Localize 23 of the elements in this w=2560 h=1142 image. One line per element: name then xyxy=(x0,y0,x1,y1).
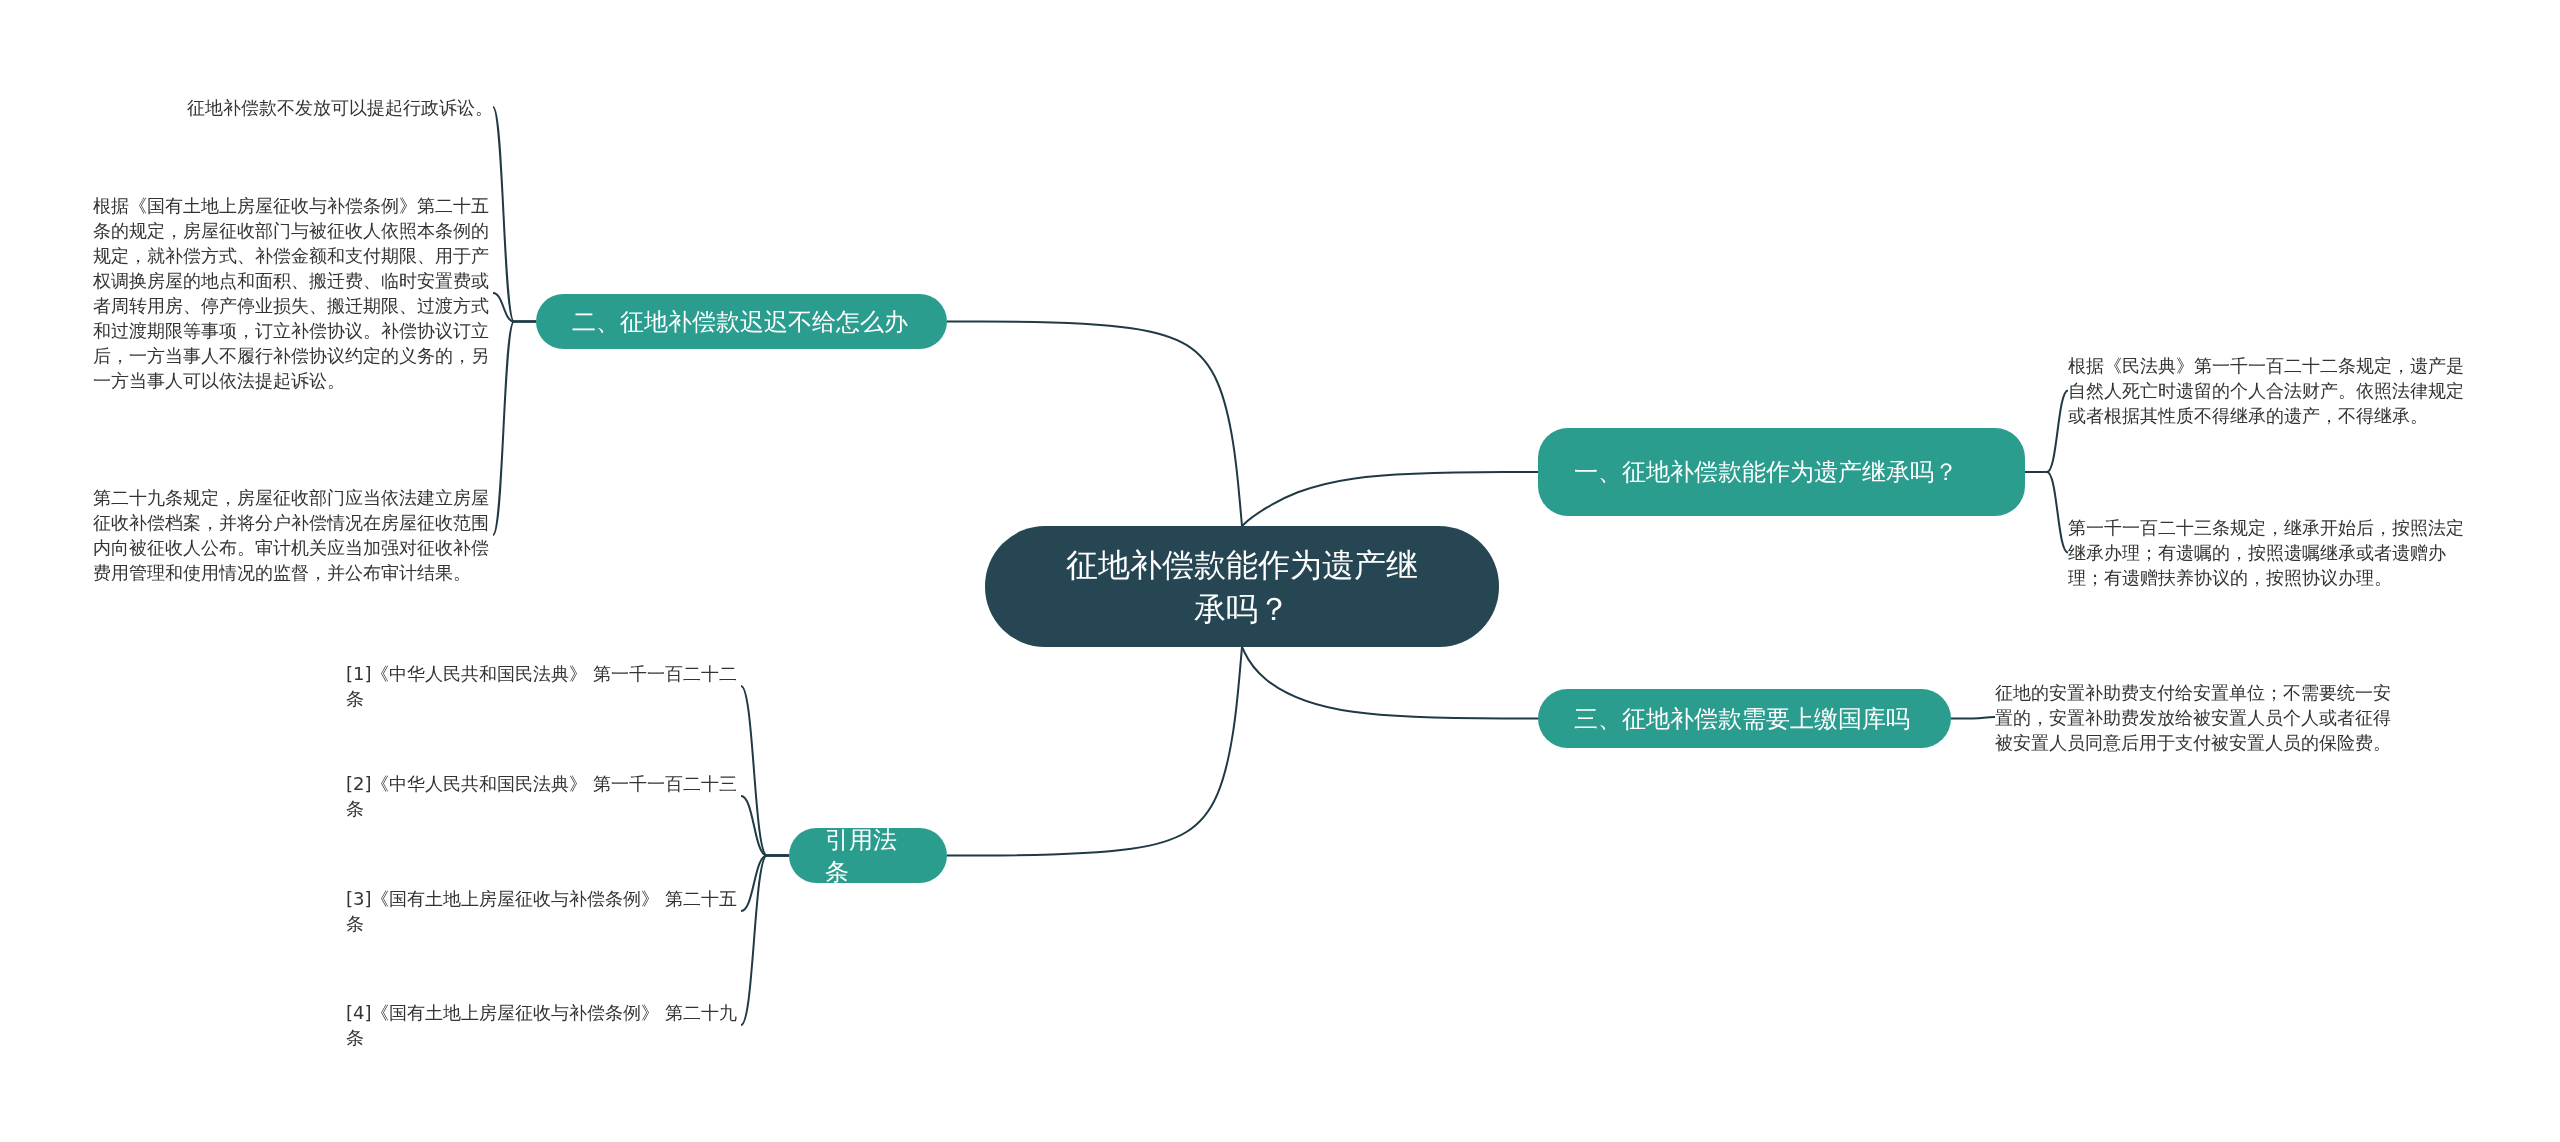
connector-line xyxy=(492,320,537,536)
note-text: 根据《国有土地上房屋征收与补偿条例》第二十五条的规定，房屋征收部门与被征收人依照本条例的规定，就补偿方式、补偿金额和支付期限、用于产权调换房屋的地点和面积、搬迁费、临时安置费或者周转用房、停产停业损失、搬迁期限、过渡方式和过渡期限等事项，订立补偿协议。补偿协议订立后，一方当事人不履行补偿协议约定的义务的，另一方当事人可以依法提起诉讼。 xyxy=(93,194,490,393)
connector-line xyxy=(1950,716,1996,720)
topic-box: 一、征地补偿款能作为遗产继承吗？ xyxy=(1538,428,2025,516)
note-text: [2]《中华人民共和国民法典》 第一千一百二十三条 xyxy=(346,772,739,821)
topic-box: 引用法条 xyxy=(789,828,947,883)
connector-line xyxy=(1241,471,1539,527)
note-text: [3]《国有土地上房屋征收与补偿条例》 第二十五条 xyxy=(346,887,739,936)
note-text: 第一千一百二十三条规定，继承开始后，按照法定继承办理；有遗嘱的，按照遗嘱继承或者遗赠办理；有遗赠扶养协议的，按照协议办理。 xyxy=(2068,516,2465,590)
central-topic: 征地补偿款能作为遗产继承吗？ xyxy=(985,526,1499,647)
topic-box: 三、征地补偿款需要上缴国库吗 xyxy=(1538,689,1951,748)
note-text: [1]《中华人民共和国民法典》 第一千一百二十二条 xyxy=(346,662,739,711)
note-text: 征地补偿款不发放可以提起行政诉讼。 xyxy=(187,95,493,120)
connector-line xyxy=(946,646,1243,857)
note-text: 根据《民法典》第一千一百二十二条规定，遗产是自然人死亡时遗留的个人合法财产。依照法律规定或者根据其性质不得继承的遗产，不得继承。 xyxy=(2068,354,2465,428)
note-text: 征地的安置补助费支付给安置单位；不需要统一安置的，安置补助费发放给被安置人员个人或者征得被安置人员同意后用于支付被安置人员的保险费。 xyxy=(1995,680,2392,755)
connector-line xyxy=(2024,471,2069,554)
connector-line xyxy=(946,320,1243,527)
note-text: [4]《国有土地上房屋征收与补偿条例》 第二十九条 xyxy=(346,1001,739,1050)
connector-line xyxy=(740,854,790,1026)
topic-box: 二、征地补偿款迟迟不给怎么办 xyxy=(536,294,947,349)
connector-line xyxy=(1241,646,1539,720)
note-text: 第二十九条规定，房屋征收部门应当依法建立房屋征收补偿档案，并将分户补偿情况在房屋征收范围内向被征收人公布。审计机关应当加强对征收补偿费用管理和使用情况的监督，并公布审计结果。 xyxy=(93,486,490,585)
